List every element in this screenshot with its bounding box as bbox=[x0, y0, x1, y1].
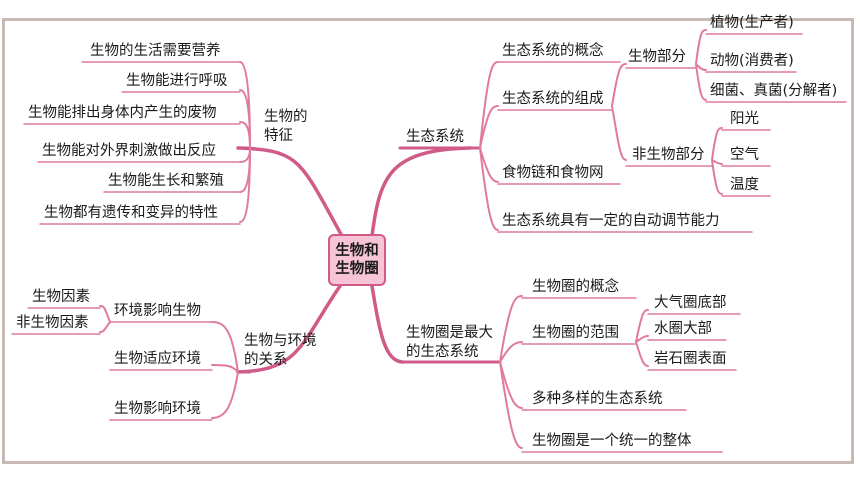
left-bottom-sub-1: 生物因素 bbox=[32, 289, 90, 305]
branch-left-top bbox=[236, 146, 344, 238]
right-bottom-item-2: 生物圈的范围 bbox=[532, 325, 619, 341]
left-bottom-sub-2: 非生物因素 bbox=[16, 315, 89, 331]
left-bottom-item-2: 生物适应环境 bbox=[114, 351, 201, 367]
nonbio-part-item-3: 温度 bbox=[730, 177, 759, 193]
range-item-3: 岩石圈表面 bbox=[654, 351, 727, 367]
left-top-item-3: 生物能排出身体内产生的废物 bbox=[28, 105, 217, 121]
left-top-item-5: 生物能生长和繁殖 bbox=[108, 173, 224, 189]
right-bottom-item-1: 生物圈的概念 bbox=[532, 279, 619, 295]
branch-right-top bbox=[370, 146, 472, 238]
right-bottom-title: 生物圈是最大的生态系统 bbox=[406, 325, 493, 360]
left-top-item-4: 生物能对外界刺激做出反应 bbox=[42, 143, 216, 159]
nonbio-part-item-2: 空气 bbox=[730, 147, 759, 163]
left-top-item-6: 生物都有遗传和变异的特性 bbox=[44, 205, 218, 221]
top-strip bbox=[0, 0, 860, 14]
center-topic-label: 生物和生物圈 bbox=[335, 243, 379, 277]
center-topic: 生物和生物圈 bbox=[328, 234, 386, 286]
left-bottom-item-1: 环境影响生物 bbox=[114, 303, 201, 319]
branch-left-bottom bbox=[236, 284, 342, 374]
right-bottom-item-3: 多种多样的生态系统 bbox=[532, 391, 663, 407]
bio-part-item-1: 植物(生产者) bbox=[710, 15, 794, 31]
right-top-title: 生态系统 bbox=[406, 129, 464, 145]
right-bottom-item-4: 生物圈是一个统一的整体 bbox=[532, 433, 692, 449]
right-top-item-3: 食物链和食物网 bbox=[502, 165, 604, 181]
left-bottom-title: 生物与环境的关系 bbox=[244, 333, 317, 368]
nonbio-part-label: 非生物部分 bbox=[632, 147, 705, 163]
nonbio-part-item-1: 阳光 bbox=[730, 111, 759, 127]
bio-part-label: 生物部分 bbox=[628, 49, 686, 65]
branch-right-bottom bbox=[370, 284, 404, 364]
left-top-title: 生物的特征 bbox=[264, 109, 308, 144]
bio-part-item-3: 细菌、真菌(分解者) bbox=[710, 83, 838, 99]
left-top-item-2: 生物能进行呼吸 bbox=[126, 73, 228, 89]
right-top-item-4: 生态系统具有一定的自动调节能力 bbox=[502, 213, 720, 229]
right-top-item-1: 生态系统的概念 bbox=[502, 43, 604, 59]
left-top-item-1: 生物的生活需要营养 bbox=[90, 43, 221, 59]
bio-part-item-2: 动物(消费者) bbox=[710, 53, 794, 69]
right-top-item-2: 生态系统的组成 bbox=[502, 91, 604, 107]
range-item-1: 大气圈底部 bbox=[654, 295, 727, 311]
left-bottom-item-3: 生物影响环境 bbox=[114, 401, 201, 417]
range-item-2: 水圈大部 bbox=[654, 321, 712, 337]
